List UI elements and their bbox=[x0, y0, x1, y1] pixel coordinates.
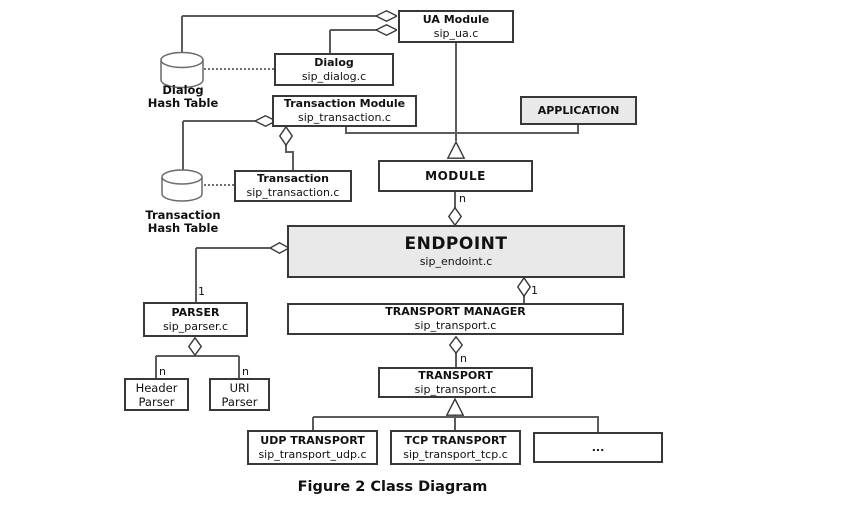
connector-txnmodule-txn-h bbox=[285, 151, 294, 153]
node-other-transport: ... bbox=[533, 432, 663, 463]
connector-application-module-v bbox=[577, 125, 579, 133]
node-transport-manager: TRANSPORT MANAGER sip_transport.c bbox=[287, 303, 624, 335]
node-header-parser: Header Parser bbox=[124, 378, 189, 411]
multiplicity-label: 1 bbox=[531, 284, 538, 297]
dialog-hash-table-label: Dialog Hash Table bbox=[133, 84, 233, 110]
node-ua-module: UA Module sip_ua.c bbox=[398, 10, 514, 43]
connector-endpoint-parser-v bbox=[195, 248, 197, 302]
connector-transport-tcp-v bbox=[454, 415, 456, 431]
node-title-line1: URI bbox=[229, 380, 250, 395]
node-transport: TRANSPORT sip_transport.c bbox=[378, 367, 533, 398]
node-title: TRANSPORT bbox=[418, 368, 493, 382]
connector-txnmodule-module-v bbox=[345, 126, 347, 134]
connector-generalization-h bbox=[345, 132, 579, 134]
connector-parser-children-h bbox=[156, 355, 239, 357]
connector-module-endpoint-v bbox=[454, 192, 456, 208]
connector-txnhash-txn-dotted bbox=[204, 184, 234, 186]
store-label-line2: Hash Table bbox=[147, 221, 219, 235]
aggregation-diamond-icon bbox=[449, 336, 463, 354]
node-endpoint: ENDPOINT sip_endoint.c bbox=[287, 225, 625, 278]
transaction-hash-table-label: Transaction Hash Table bbox=[133, 209, 233, 235]
multiplicity-label: 1 bbox=[198, 285, 205, 298]
node-subtitle: sip_parser.c bbox=[162, 319, 229, 333]
multiplicity-label: n bbox=[159, 365, 166, 378]
connector-txnmodule-txn-v2 bbox=[292, 151, 294, 170]
node-module: MODULE bbox=[378, 160, 533, 192]
node-title: PARSER bbox=[171, 305, 220, 319]
node-title: Dialog bbox=[314, 55, 354, 69]
node-title: ENDPOINT bbox=[404, 234, 508, 254]
node-title: ... bbox=[591, 440, 605, 454]
connector-tpmgr-transport-v bbox=[455, 353, 457, 368]
generalization-triangle-icon bbox=[447, 141, 465, 159]
store-label-line2: Hash Table bbox=[147, 96, 219, 110]
node-title: APPLICATION bbox=[537, 103, 620, 117]
aggregation-diamond-icon bbox=[255, 115, 276, 127]
store-label-line1: Transaction bbox=[145, 208, 221, 222]
aggregation-diamond-icon bbox=[517, 277, 531, 297]
node-subtitle: sip_endoint.c bbox=[419, 255, 493, 269]
multiplicity-label: n bbox=[242, 365, 249, 378]
generalization-triangle-icon bbox=[446, 398, 464, 416]
aggregation-diamond-icon bbox=[279, 126, 293, 146]
dialog-hash-table-cylinder-icon bbox=[160, 51, 204, 89]
connector-txnmodule-txnhash-h bbox=[183, 120, 256, 122]
aggregation-diamond-icon bbox=[376, 24, 397, 36]
connector-dialoghash-dialog-dotted bbox=[204, 68, 274, 70]
node-subtitle: sip_transport_udp.c bbox=[258, 447, 367, 461]
node-title: TCP TRANSPORT bbox=[404, 433, 507, 447]
node-subtitle: sip_transport.c bbox=[414, 319, 497, 332]
node-subtitle: sip_ua.c bbox=[433, 26, 479, 40]
node-title-line1: Header bbox=[135, 380, 178, 395]
node-title: Transaction bbox=[257, 172, 329, 186]
node-udp-transport: UDP TRANSPORT sip_transport_udp.c bbox=[247, 430, 378, 465]
multiplicity-label: n bbox=[460, 352, 467, 365]
transaction-hash-table-cylinder-icon bbox=[161, 169, 203, 202]
connector-txnmodule-txn-v1 bbox=[285, 145, 287, 152]
node-subtitle: sip_dialog.c bbox=[301, 69, 367, 83]
node-title: TRANSPORT MANAGER bbox=[385, 305, 526, 319]
aggregation-diamond-icon bbox=[448, 207, 462, 226]
connector-transport-children-h bbox=[313, 416, 599, 418]
node-subtitle: sip_transport_tcp.c bbox=[403, 447, 508, 461]
node-title: MODULE bbox=[425, 168, 486, 183]
node-title-line2: Parser bbox=[221, 394, 258, 409]
connector-ua-dialoghash-h bbox=[182, 15, 377, 17]
connector-ua-dialog-h bbox=[330, 29, 377, 31]
aggregation-diamond-icon bbox=[376, 10, 397, 22]
connector-transport-udp-v bbox=[312, 417, 314, 431]
connector-transport-other-v bbox=[597, 417, 599, 433]
node-title: UA Module bbox=[422, 12, 490, 26]
node-uri-parser: URI Parser bbox=[209, 378, 270, 411]
connector-parser-uri-v bbox=[238, 356, 240, 379]
figure-caption: Figure 2 Class Diagram bbox=[297, 479, 488, 495]
connector-endpoint-parser-h bbox=[196, 247, 271, 249]
node-title-line2: Parser bbox=[138, 394, 175, 409]
connector-ua-dialog-v bbox=[329, 30, 331, 53]
node-subtitle: sip_transaction.c bbox=[298, 111, 391, 124]
aggregation-diamond-icon bbox=[188, 337, 202, 356]
connector-ua-dialoghash-v bbox=[181, 16, 183, 62]
aggregation-diamond-icon bbox=[270, 242, 289, 254]
node-parser: PARSER sip_parser.c bbox=[143, 302, 248, 337]
node-dialog: Dialog sip_dialog.c bbox=[274, 53, 394, 86]
connector-endpoint-tpmgr-v bbox=[523, 296, 525, 304]
connector-uamodule-module-v bbox=[455, 42, 457, 141]
node-subtitle: sip_transport.c bbox=[414, 382, 497, 396]
node-subtitle: sip_transaction.c bbox=[246, 186, 340, 199]
node-title: UDP TRANSPORT bbox=[260, 433, 365, 447]
node-application: APPLICATION bbox=[520, 96, 637, 125]
node-title: Transaction Module bbox=[283, 97, 406, 111]
node-tcp-transport: TCP TRANSPORT sip_transport_tcp.c bbox=[390, 430, 521, 465]
node-transaction-module: Transaction Module sip_transaction.c bbox=[272, 95, 417, 127]
connector-txnmodule-txnhash-v bbox=[182, 121, 184, 179]
multiplicity-label: n bbox=[459, 192, 466, 205]
node-transaction: Transaction sip_transaction.c bbox=[234, 170, 352, 202]
connector-parser-header-v bbox=[155, 356, 157, 379]
store-label-line1: Dialog bbox=[162, 83, 204, 97]
